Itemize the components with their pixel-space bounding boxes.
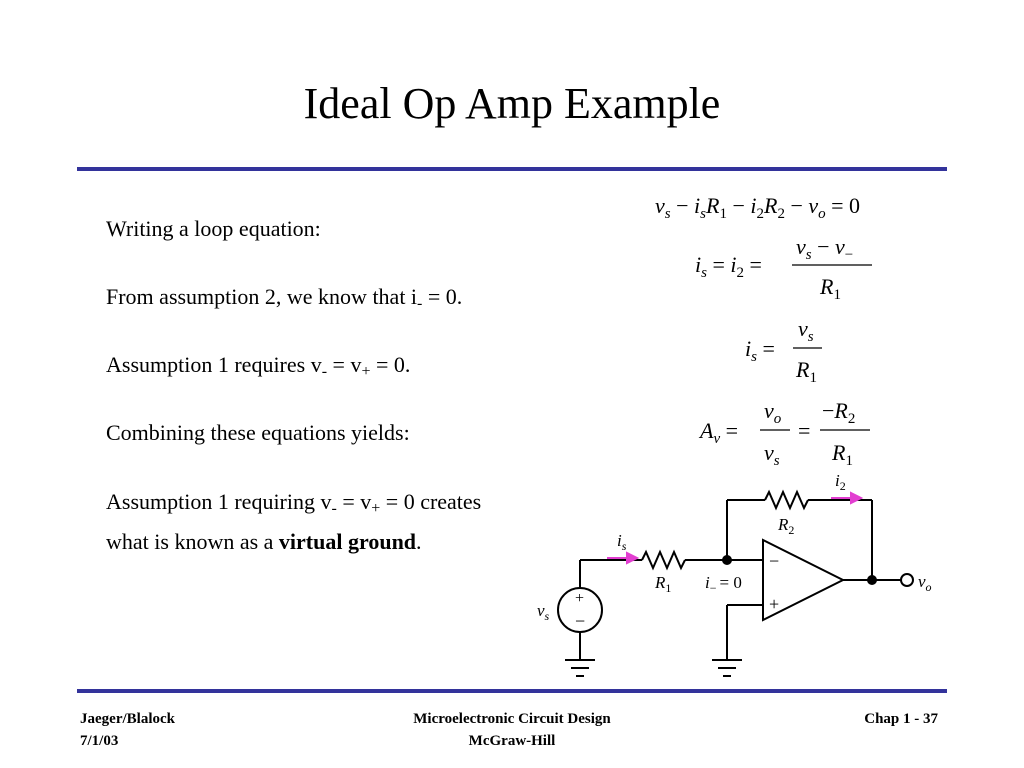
vs-label: vs — [537, 601, 550, 623]
source-plus-sign: + — [575, 590, 584, 607]
svg-text:−R2: −R2 — [822, 398, 855, 427]
ground-symbol-right — [712, 659, 742, 677]
paragraph-assumption-1: Assumption 1 requires v- = v+ = 0. — [106, 352, 411, 380]
op-amp-triangle — [762, 538, 846, 622]
equation-current: is = i2 = vs − v− R1 — [695, 234, 872, 303]
svg-text:is = i2 =: is = i2 = — [695, 252, 762, 281]
paragraph-combining: Combining these equations yields: — [106, 420, 410, 445]
svg-text:vo: vo — [764, 398, 782, 427]
footer-date: 7/1/03 — [80, 733, 119, 749]
iminus-label: i−= 0 — [705, 573, 742, 595]
r1-label: R1 — [654, 573, 671, 595]
resistor-r1 — [641, 549, 686, 571]
svg-text:Av =: Av = — [698, 418, 738, 447]
svg-text:is =: is = — [745, 336, 775, 365]
r2-label: R2 — [777, 515, 794, 537]
op-amp-circuit: + − − + vs is R1 R2 i2 i−= 0 vo — [537, 471, 932, 677]
top-divider — [77, 167, 947, 171]
opamp-minus-sign: − — [769, 551, 779, 571]
output-node — [867, 575, 877, 585]
svg-text:=: = — [798, 418, 810, 443]
equation-is: is = vs R1 — [745, 316, 822, 386]
svg-text:R1: R1 — [819, 274, 841, 303]
svg-text:R1: R1 — [795, 357, 817, 386]
svg-text:vs: vs — [764, 440, 780, 469]
svg-text:R1: R1 — [831, 440, 853, 469]
paragraph-loop-equation: Writing a loop equation: — [106, 216, 321, 241]
equation-block: vs − isR1 − i2R2 − vo = 0 is = i2 = vs −… — [655, 193, 872, 469]
resistor-r2 — [764, 489, 809, 511]
ground-symbol-left — [565, 659, 595, 677]
footer-page-number: Chap 1 - 37 — [864, 711, 938, 727]
i2-arrow-icon — [850, 491, 864, 505]
source-minus-sign: − — [575, 611, 585, 631]
footer-book-title: Microelectronic Circuit Design — [413, 711, 611, 727]
virtual-ground-term: virtual ground — [278, 529, 417, 554]
svg-text:vs − isR1 − i2R2 − vo = 0: vs − isR1 − i2R2 − vo = 0 — [655, 193, 860, 222]
svg-text:vs − v−: vs − v− — [796, 234, 853, 263]
footer-publisher: McGraw-Hill — [468, 733, 556, 749]
output-terminal — [900, 573, 914, 587]
slide-title: Ideal Op Amp Example — [303, 79, 721, 128]
footer-authors: Jaeger/Blalock — [80, 711, 175, 727]
opamp-plus-sign: + — [769, 594, 779, 614]
i2-label: i2 — [835, 471, 846, 493]
paragraph-assumption-2: From assumption 2, we know that i- = 0. — [106, 284, 463, 312]
equation-gain: Av = vo vs = −R2 R1 — [698, 398, 870, 469]
is-label: is — [617, 531, 627, 553]
is-arrow-icon — [626, 551, 640, 565]
svg-text:vs: vs — [798, 316, 814, 345]
inverting-node — [722, 555, 732, 565]
footer-center: Microelectronic Circuit Design McGraw-Hi… — [0, 708, 1024, 752]
footer-left: Jaeger/Blalock 7/1/03 — [80, 708, 175, 752]
vo-label: vo — [918, 572, 932, 594]
bottom-divider — [77, 689, 947, 693]
equation-loop: vs − isR1 − i2R2 − vo = 0 — [655, 193, 860, 222]
paragraph-virtual-ground: Assumption 1 requiring v- = v+ = 0 creat… — [106, 489, 482, 554]
